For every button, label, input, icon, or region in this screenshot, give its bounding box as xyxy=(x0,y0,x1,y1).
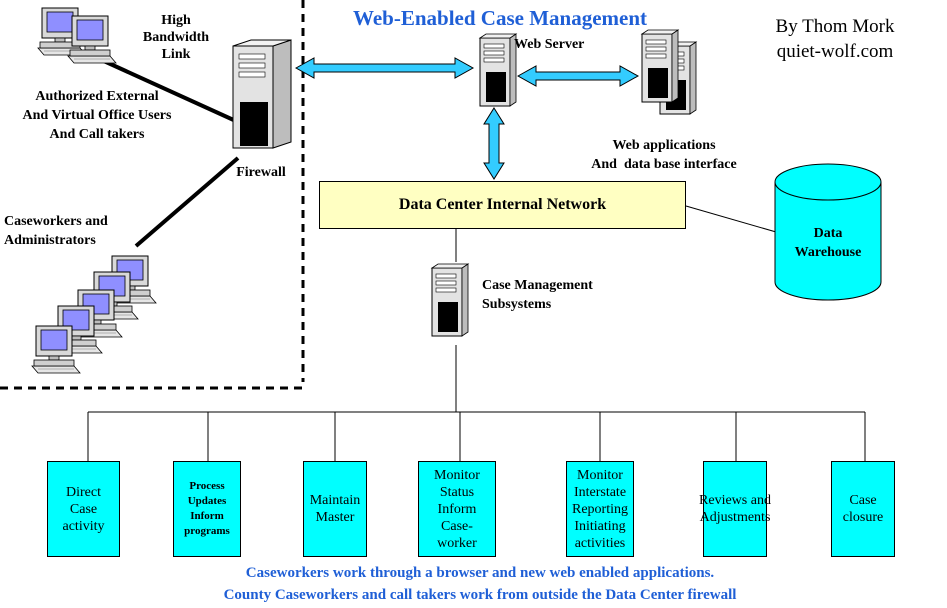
process-monitor-interstate: Monitor Interstate Reporting Initiating … xyxy=(566,461,634,557)
web-server-label: Web Server xyxy=(514,37,585,52)
process-maintain-master: Maintain Master xyxy=(303,461,367,557)
data-center-network-label: Data Center Internal Network xyxy=(398,196,607,213)
diagram-title: Web-Enabled Case Management xyxy=(353,6,647,30)
process-label: Direct Case activity xyxy=(62,484,105,534)
process-monitor-status: Monitor Status Inform Case- worker xyxy=(418,461,496,557)
process-label: Reviews and Adjustments xyxy=(699,493,771,525)
process-reviews-adjustments: Reviews and Adjustments xyxy=(699,461,771,557)
process-case-closure: Case closure xyxy=(831,461,895,557)
author-name: By Thom Mork xyxy=(775,16,895,37)
process-label: Case closure xyxy=(842,493,884,525)
process-direct-case-activity: Direct Case activity xyxy=(47,461,120,557)
author-credit: By Thom Mork quiet-wolf.com xyxy=(760,14,910,64)
firewall-server-icon xyxy=(232,39,292,149)
footer-note-firewall: County Caseworkers and call takers work … xyxy=(223,587,737,603)
process-label: Monitor Status Inform Case- worker xyxy=(434,467,480,551)
data-center-network-box: Data Center Internal Network xyxy=(319,181,686,229)
case-management-subsystems-label: Case Management Subsystems xyxy=(482,278,593,312)
high-bandwidth-label: High Bandwidth Link xyxy=(142,13,210,62)
web-applications-label: Web applications And data base interface xyxy=(591,138,737,172)
firewall-label: Firewall xyxy=(236,165,286,180)
data-warehouse-label: Data Warehouse xyxy=(794,226,862,260)
data-warehouse-cylinder xyxy=(774,163,882,301)
caseworkers-admins-label: Caseworkers and Administrators xyxy=(4,214,108,248)
process-label: Process Updates Inform programs xyxy=(184,480,230,537)
author-website: quiet-wolf.com xyxy=(776,41,894,62)
process-updates-inform-programs: Process Updates Inform programs xyxy=(173,461,241,557)
process-label: Maintain Master xyxy=(309,493,361,525)
process-label: Monitor Interstate Reporting Initiating … xyxy=(572,467,628,551)
external-users-label: Authorized External And Virtual Office U… xyxy=(22,89,172,142)
footer-note-browser: Caseworkers work through a browser and n… xyxy=(245,565,715,581)
